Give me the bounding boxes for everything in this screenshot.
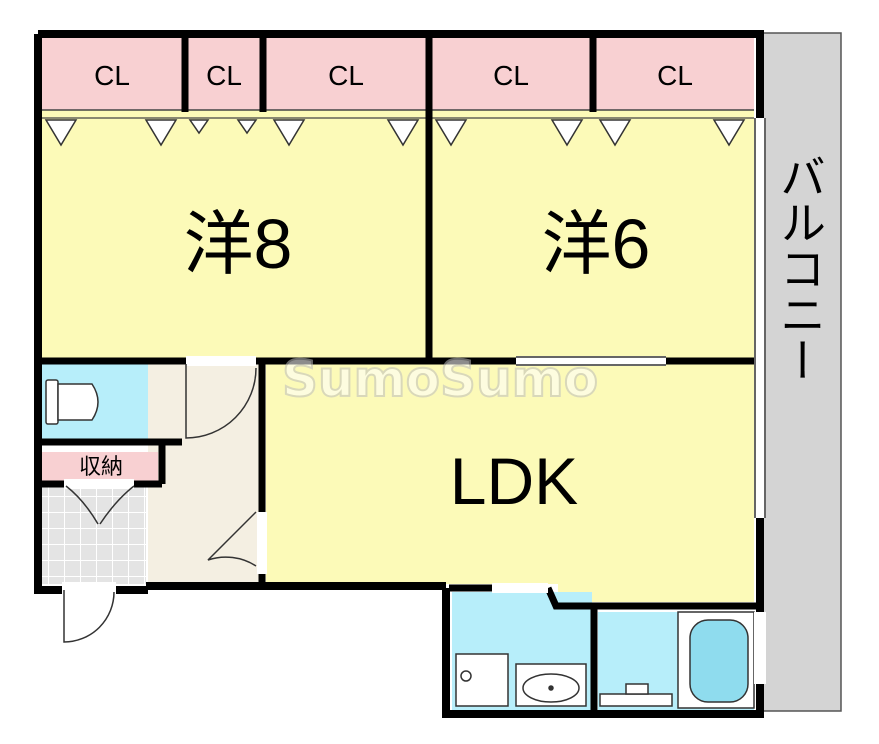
closet-label: CL bbox=[657, 60, 693, 91]
closet-label: CL bbox=[94, 60, 130, 91]
watermark: SumoSumo bbox=[282, 350, 598, 408]
room-label-ldk: LDK bbox=[450, 444, 578, 518]
room-label-storage: 収納 bbox=[79, 454, 123, 479]
balcony: バルコニー bbox=[758, 32, 842, 712]
western-room-6-floor bbox=[432, 110, 754, 358]
western-room-8-floor bbox=[42, 110, 426, 358]
washing-machine-icon bbox=[455, 653, 509, 707]
closet-label: CL bbox=[493, 60, 529, 91]
ldk-floor bbox=[266, 364, 754, 602]
storage-floor bbox=[42, 452, 158, 482]
bathtub-icon bbox=[677, 611, 755, 709]
room-label-western-6: 洋6 bbox=[542, 205, 651, 283]
balcony-label: バルコニー bbox=[774, 153, 826, 383]
door-swings bbox=[63, 364, 257, 643]
washbasin-icon bbox=[515, 663, 587, 707]
toilet-icon bbox=[45, 379, 99, 425]
closet-label: CL bbox=[206, 60, 242, 91]
entrance-floor bbox=[42, 484, 146, 584]
hallway-floor bbox=[148, 364, 266, 584]
closet-row: CL CL CL CL CL bbox=[42, 38, 754, 147]
closet-label: CL bbox=[328, 60, 364, 91]
openings bbox=[62, 118, 766, 684]
faucet-icon bbox=[599, 683, 673, 707]
room-label-western-8: 洋8 bbox=[184, 205, 293, 283]
